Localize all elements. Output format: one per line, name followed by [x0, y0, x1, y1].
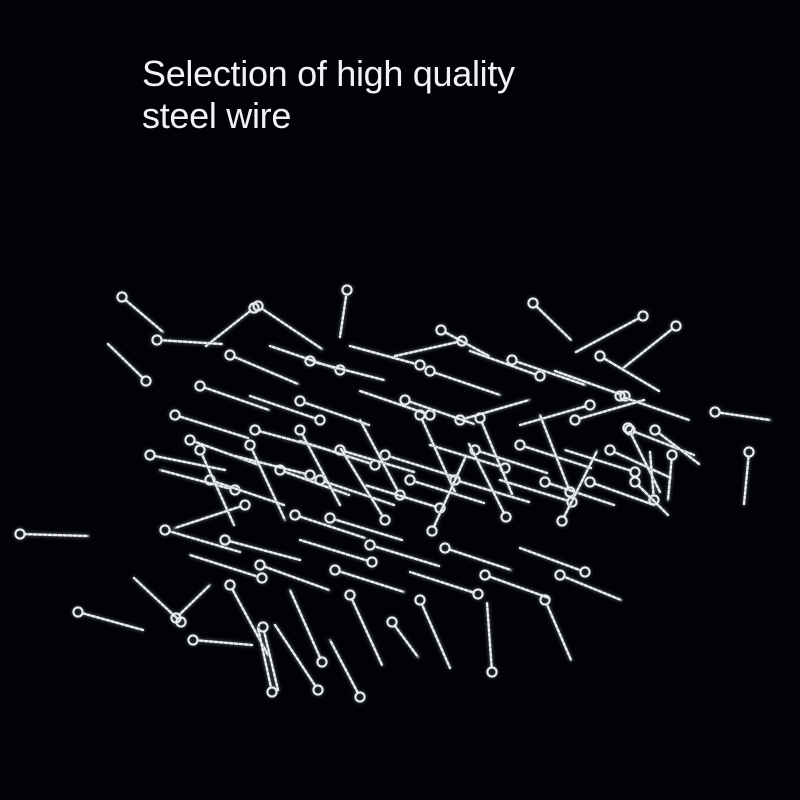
headline-line2: steel wire [142, 95, 292, 136]
headline-line1: Selection of high quality [142, 53, 515, 94]
wire-pile-sharp-layer [14, 284, 772, 703]
headline: Selection of high quality steel wire [142, 53, 515, 137]
